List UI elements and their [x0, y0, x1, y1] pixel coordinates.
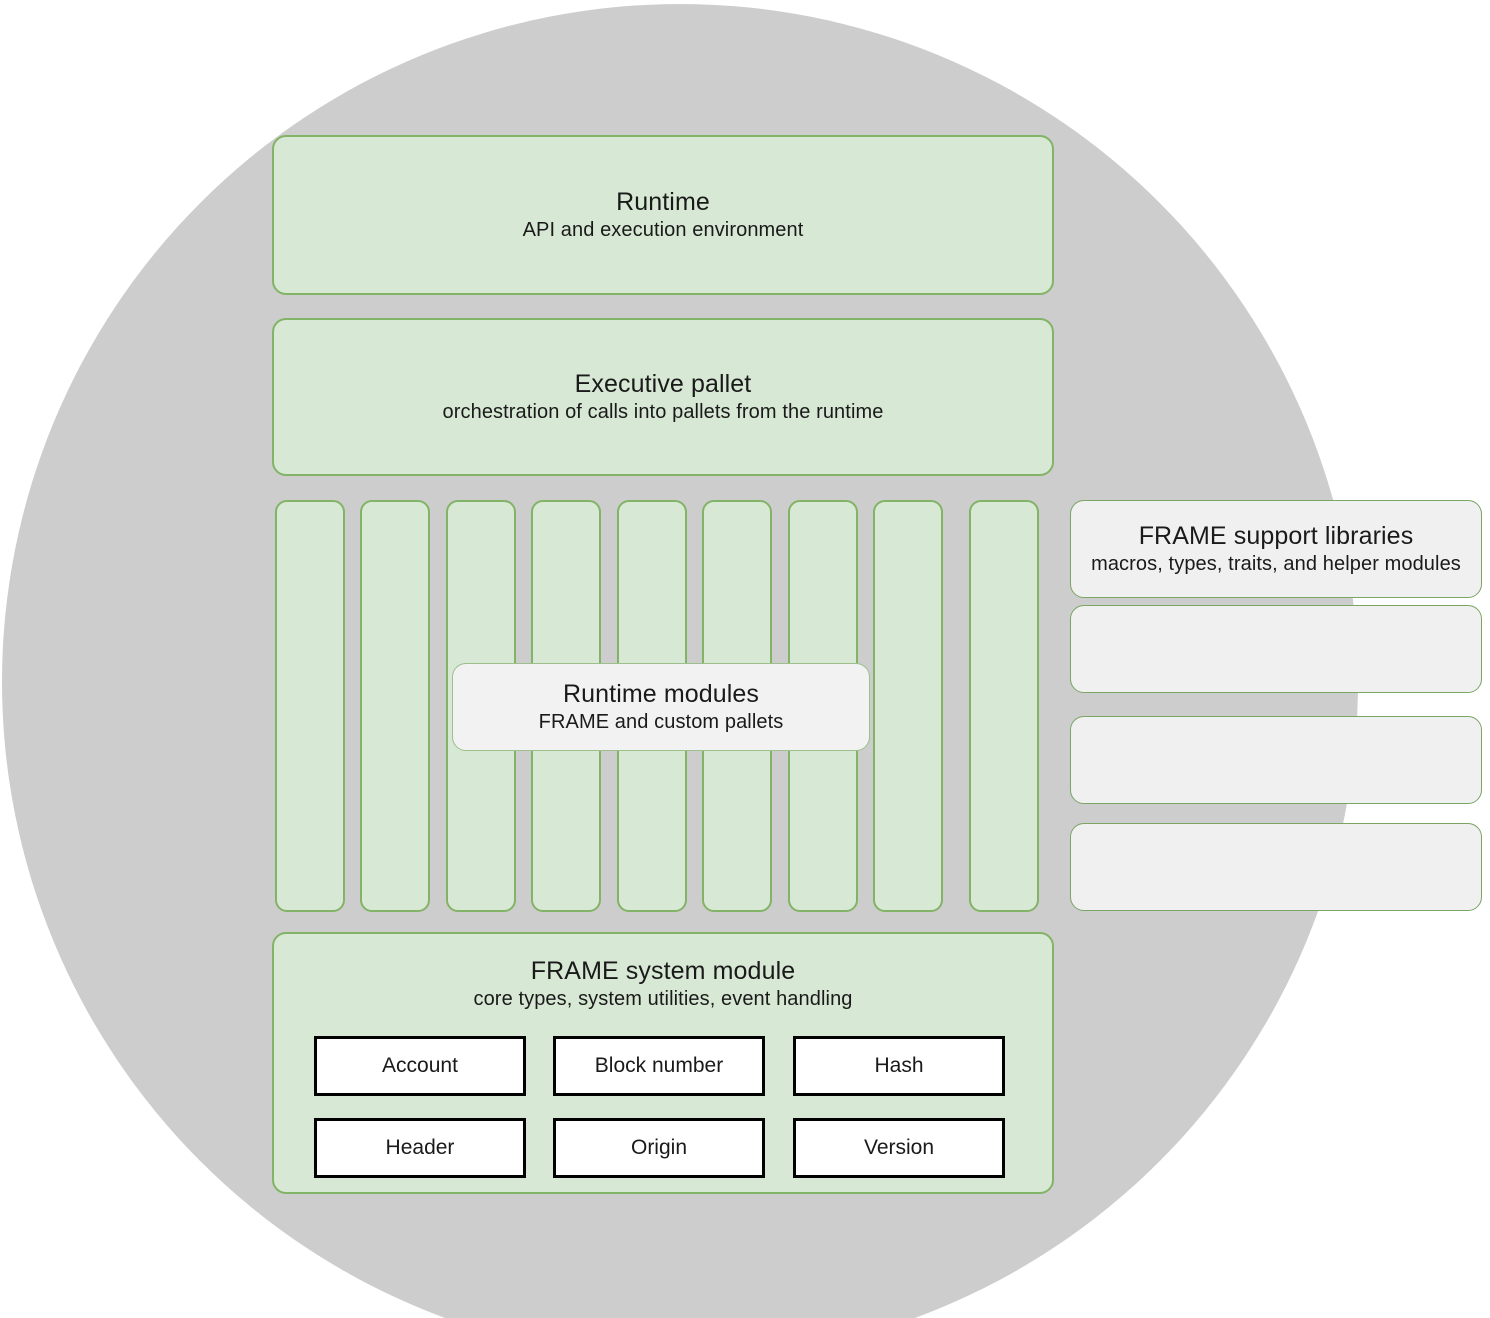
- system-type-label: Version: [863, 1136, 935, 1159]
- pallet-bar[interactable]: [969, 500, 1039, 912]
- support-panel-empty[interactable]: [1070, 716, 1482, 804]
- executive-pallet-title: Executive pallet: [574, 370, 752, 399]
- runtime-subtitle: API and execution environment: [522, 218, 804, 241]
- system-type-cell[interactable]: Version: [793, 1118, 1005, 1178]
- runtime-modules-subtitle: FRAME and custom pallets: [538, 710, 784, 733]
- frame-system-module-subtitle: core types, system utilities, event hand…: [473, 987, 853, 1010]
- runtime-box[interactable]: Runtime API and execution environment: [272, 135, 1054, 295]
- system-type-cell[interactable]: Block number: [553, 1036, 765, 1096]
- pallet-bar[interactable]: [873, 500, 943, 912]
- system-type-cell[interactable]: Origin: [553, 1118, 765, 1178]
- system-type-label: Hash: [874, 1054, 924, 1077]
- frame-support-libraries-box[interactable]: FRAME support libraries macros, types, t…: [1070, 500, 1482, 598]
- runtime-title: Runtime: [616, 188, 710, 217]
- system-type-label: Block number: [594, 1054, 724, 1077]
- support-panel-empty[interactable]: [1070, 823, 1482, 911]
- pallet-bar[interactable]: [275, 500, 345, 912]
- frame-support-libraries-title: FRAME support libraries: [1138, 522, 1414, 551]
- runtime-modules-card[interactable]: Runtime modules FRAME and custom pallets: [452, 663, 870, 751]
- system-type-label: Header: [385, 1136, 455, 1159]
- system-type-label: Origin: [630, 1136, 688, 1159]
- frame-system-module-title: FRAME system module: [530, 957, 796, 985]
- system-type-cell[interactable]: Account: [314, 1036, 526, 1096]
- system-type-cell[interactable]: Hash: [793, 1036, 1005, 1096]
- pallet-bar[interactable]: [360, 500, 430, 912]
- support-panel-empty[interactable]: [1070, 605, 1482, 693]
- runtime-modules-title: Runtime modules: [562, 680, 760, 709]
- system-type-cell[interactable]: Header: [314, 1118, 526, 1178]
- executive-pallet-box[interactable]: Executive pallet orchestration of calls …: [272, 318, 1054, 476]
- system-type-label: Account: [382, 1054, 458, 1077]
- executive-pallet-subtitle: orchestration of calls into pallets from…: [442, 400, 884, 423]
- frame-support-libraries-subtitle: macros, types, traits, and helper module…: [1091, 552, 1461, 575]
